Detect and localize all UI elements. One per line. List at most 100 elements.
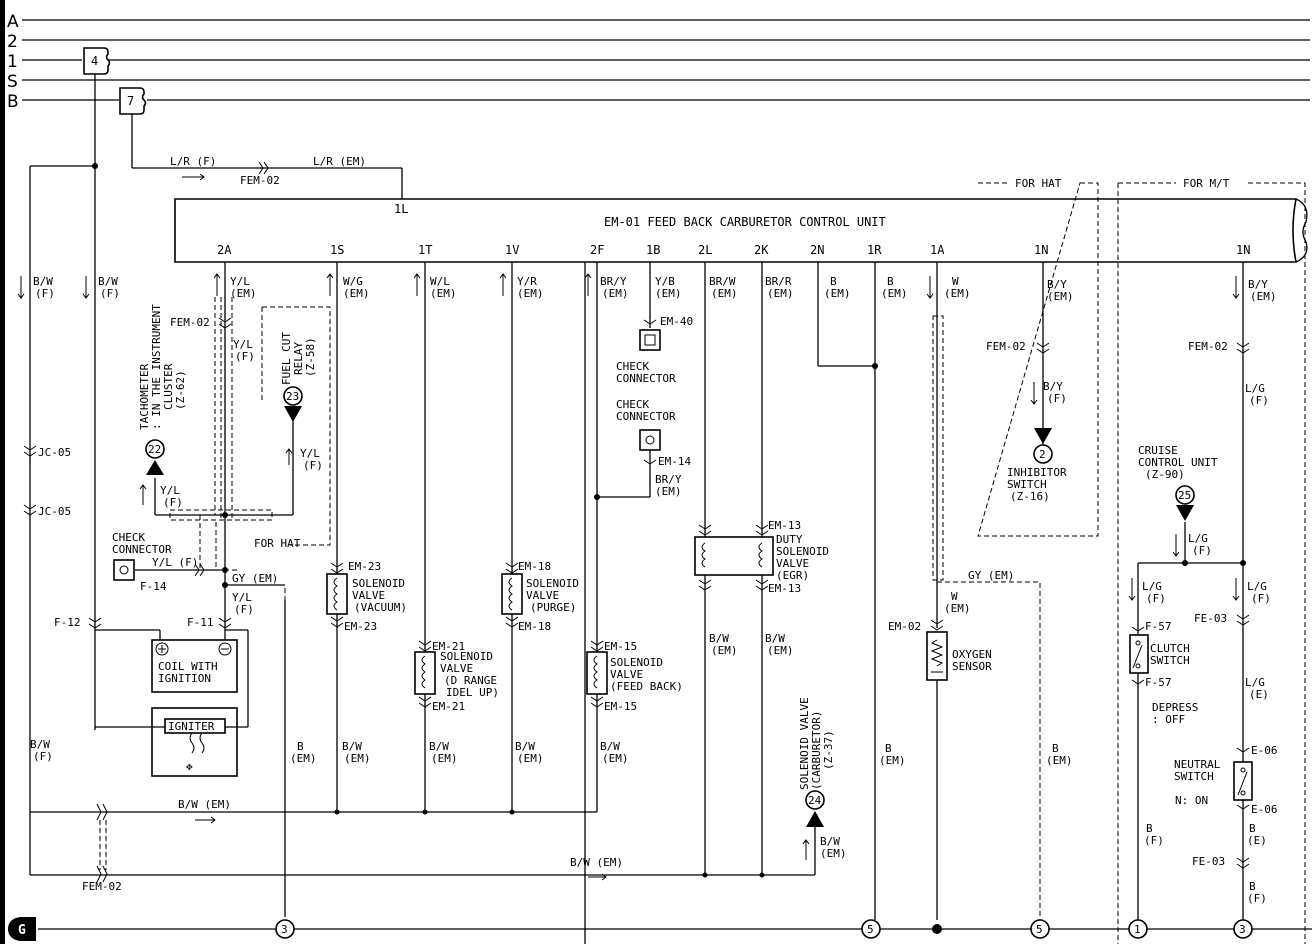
ground-point-5-right: 5 bbox=[1030, 919, 1050, 939]
wire-label-bw-1: B/W bbox=[33, 275, 53, 288]
tachometer-marker: 22 bbox=[145, 439, 165, 475]
wire-label-bw-705: B/W bbox=[709, 632, 729, 645]
sv-carb-marker: 24 bbox=[802, 790, 825, 875]
fuel-cut-label: FUEL CUT RELAY (Z-58) bbox=[280, 332, 317, 385]
wire-label-1n-mt-by: B/Y bbox=[1248, 278, 1268, 291]
tach-num: 22 bbox=[148, 443, 161, 456]
ground-point-3-left: 3 bbox=[275, 919, 295, 939]
terminal-2f: 2F bbox=[590, 243, 604, 257]
fuel-cut-marker: 23 bbox=[283, 386, 303, 422]
wire-label-2f-bry: BR/Y bbox=[600, 275, 627, 288]
wire-label-e-lg-5: (E) bbox=[1249, 688, 1269, 701]
connector-jc05-2: JC-05 bbox=[38, 505, 71, 518]
tach-line-4: (Z-62) bbox=[174, 370, 187, 410]
connector-fem02-2a: FEM-02 bbox=[170, 316, 210, 329]
connector-e06-bottom: E-06 bbox=[1251, 803, 1278, 816]
depress-label-2: : OFF bbox=[1152, 713, 1185, 726]
duty-sv-2: SOLENOID bbox=[776, 545, 829, 558]
control-unit: 1L EM-01 FEED BACK CARBURETOR CONTROL UN… bbox=[174, 198, 1308, 263]
wire-label-fuel-yl: Y/L bbox=[300, 447, 320, 460]
wire-label-lg-4: L/G bbox=[1247, 580, 1267, 593]
connector-f14: F-14 bbox=[140, 580, 167, 593]
terminal-2k: 2K bbox=[754, 243, 769, 257]
solenoid-valve-feedback bbox=[586, 640, 608, 708]
wire-label-em-285: (EM) bbox=[290, 752, 317, 765]
connector-f57-top: F-57 bbox=[1145, 620, 1172, 633]
wire-label-bw-815: B/W bbox=[820, 835, 840, 848]
wire-label-em-425: (EM) bbox=[431, 752, 458, 765]
wire-label-em14-bry: BR/Y bbox=[655, 473, 682, 486]
inhibitor-label-3: (Z-16) bbox=[1010, 490, 1050, 503]
sv-purge-2: VALVE bbox=[526, 589, 559, 602]
sv-feedback-2: VALVE bbox=[610, 668, 643, 681]
wire-label-1n-hat-em: (EM) bbox=[1047, 290, 1074, 303]
check-connector-em14-2: CONNECTOR bbox=[616, 410, 676, 423]
inhibitor-label-2: SWITCH bbox=[1007, 478, 1047, 491]
power-rails: A 2 1 S B bbox=[7, 12, 1310, 112]
sv-feedback-1: SOLENOID bbox=[610, 656, 663, 669]
coil-label-2: IGNITION bbox=[158, 672, 211, 685]
left-bw-wires bbox=[17, 276, 90, 516]
connector-em14: EM-14 bbox=[658, 455, 691, 468]
region-for-mt-label: FOR M/T bbox=[1183, 177, 1230, 190]
wire-label-em-875: (EM) bbox=[879, 754, 906, 767]
wire-label-em-705: (EM) bbox=[711, 644, 738, 657]
ground-num-5-right: 5 bbox=[1036, 923, 1043, 936]
igniter-label: IGNITER bbox=[168, 720, 215, 733]
connector-f57-bottom: F-57 bbox=[1145, 676, 1172, 689]
rail-label-s: S bbox=[7, 72, 18, 92]
ground-line: G bbox=[8, 917, 1312, 941]
wire-label-2n-b: B bbox=[830, 275, 837, 288]
coil-with-ignition: COIL WITH IGNITION bbox=[95, 629, 249, 727]
terminal-2l: 2L bbox=[698, 243, 712, 257]
wire-label-f-lg-3: (F) bbox=[1146, 592, 1166, 605]
fuse-4-label: 4 bbox=[91, 54, 98, 68]
depress-label-1: DEPRESS bbox=[1152, 701, 1198, 714]
wire-label-em14-em: (EM) bbox=[655, 485, 682, 498]
connector-fem02-bottom: FEM-02 bbox=[82, 880, 122, 893]
connector-em21-bottom: EM-21 bbox=[432, 700, 465, 713]
wire-label-lg-5: L/G bbox=[1245, 676, 1265, 689]
wire-label-2k-em: (EM) bbox=[767, 287, 794, 300]
wire-label-f-b: (F) bbox=[1247, 892, 1267, 905]
inhibitor-num: 2 bbox=[1039, 448, 1046, 461]
ground-num-3-left: 3 bbox=[281, 923, 288, 936]
sv-feedback-3: (FEED BACK) bbox=[610, 680, 683, 693]
check-connector-em40-1: CHECK bbox=[616, 360, 649, 373]
neutral-label-1: NEUTRAL bbox=[1174, 758, 1221, 771]
sv-drange-2: VALVE bbox=[440, 662, 473, 675]
neutral-label-2: SWITCH bbox=[1174, 770, 1214, 783]
wire-label-gy-em-2: GY (EM) bbox=[968, 569, 1014, 582]
wire-label-1s-wg: W/G bbox=[343, 275, 363, 288]
oxygen-label-1: OXYGEN bbox=[952, 648, 992, 661]
wire-label-b-285: B bbox=[297, 740, 304, 753]
wire-label-f-lg-1: (F) bbox=[1249, 394, 1269, 407]
wire-label-bw-em-2: B/W (EM) bbox=[570, 856, 623, 869]
fuel-cut-region bbox=[261, 306, 331, 546]
fuel-cut-line-2: RELAY bbox=[292, 342, 305, 375]
wire-label-1r-b: B bbox=[887, 275, 894, 288]
fuel-cut-line-3: (Z-58) bbox=[304, 337, 317, 377]
wire-label-f-yl-2: (F) bbox=[235, 350, 255, 363]
connector-f12: F-12 bbox=[54, 616, 81, 629]
wire-label-w-2: W bbox=[951, 590, 958, 603]
wire-label-2a-em: (EM) bbox=[230, 287, 257, 300]
wire-label-lr-em: L/R (EM) bbox=[313, 155, 366, 168]
connector-f11: F-11 bbox=[187, 616, 214, 629]
tach-line-2: : IN THE INSTRUMENT bbox=[150, 304, 163, 430]
wire-label-bw-337: B/W bbox=[342, 740, 362, 753]
connector-em13-top: EM-13 bbox=[768, 519, 801, 532]
terminal-1a: 1A bbox=[930, 243, 945, 257]
terminal-1n-mt: 1N bbox=[1236, 243, 1250, 257]
region-for-mt: FOR M/T bbox=[1117, 177, 1306, 944]
region-for-hat-label: FOR HAT bbox=[1015, 177, 1062, 190]
wire-label-b-1040: B bbox=[1052, 742, 1059, 755]
ground-symbol: G bbox=[18, 923, 26, 938]
bottom-bus bbox=[29, 803, 815, 883]
clutch-label-1: CLUTCH bbox=[1150, 642, 1190, 655]
unit-terminal-1l: 1L bbox=[394, 202, 408, 216]
wire-label-bw-2: B/W bbox=[98, 275, 118, 288]
connector-em23-top: EM-23 bbox=[348, 560, 381, 573]
wire-label-bw-597: B/W bbox=[600, 740, 620, 753]
wire-label-yl-2: Y/L bbox=[233, 338, 253, 351]
